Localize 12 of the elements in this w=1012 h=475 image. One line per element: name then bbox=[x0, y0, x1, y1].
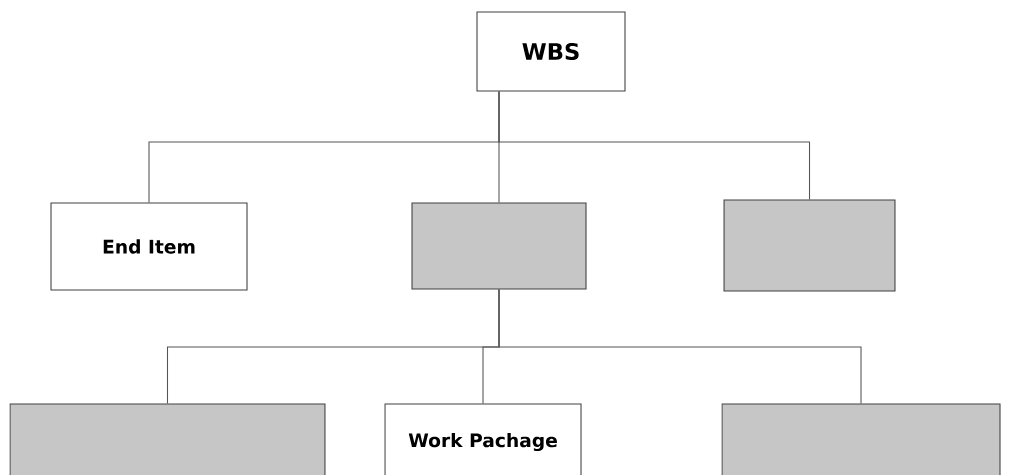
process-box bbox=[50, 202, 248, 291]
shaded-box bbox=[723, 199, 896, 292]
box-label: End Item bbox=[103, 239, 195, 254]
process-box bbox=[476, 11, 626, 92]
shaded-box bbox=[721, 403, 1001, 475]
process-box bbox=[384, 403, 582, 475]
shaded-box bbox=[9, 403, 326, 475]
box-label: WBS bbox=[522, 42, 579, 61]
box-label: Work Pachage bbox=[408, 432, 557, 452]
connector-line bbox=[498, 289, 862, 404]
shaded-box bbox=[411, 202, 587, 290]
connector-line bbox=[498, 90, 811, 201]
